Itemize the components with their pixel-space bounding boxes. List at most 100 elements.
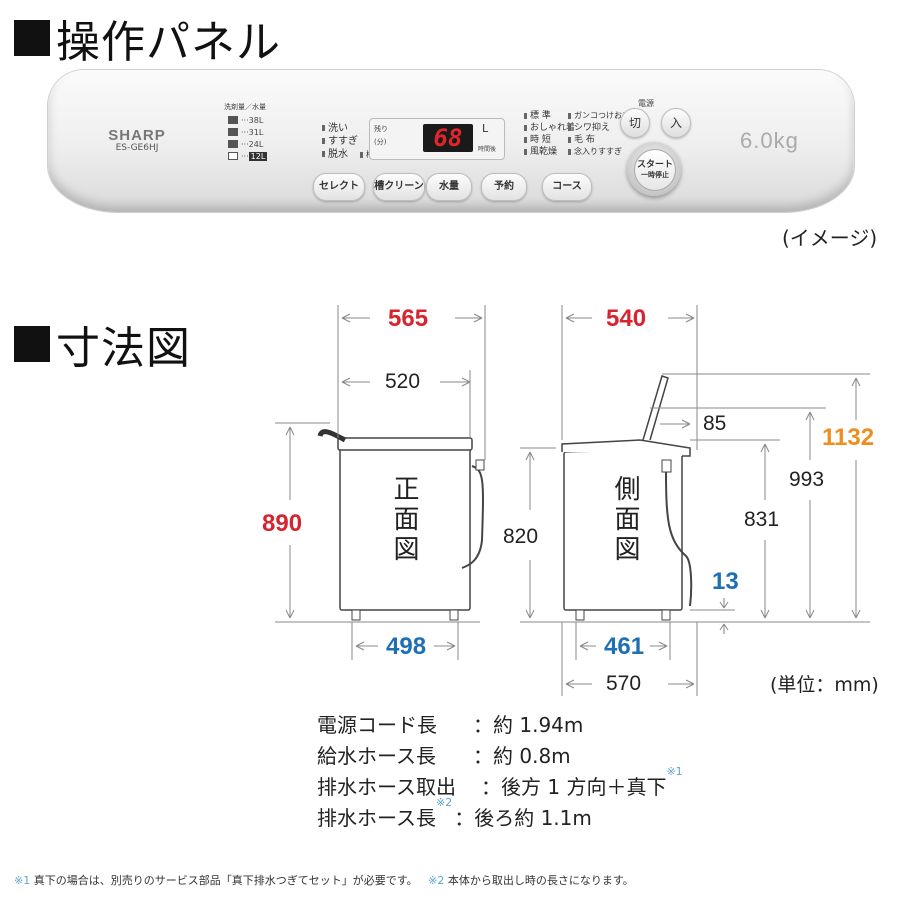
arrow-head: [851, 377, 861, 387]
front-drain-hose: [461, 465, 484, 569]
tub-clean-button[interactable]: 槽クリーン: [373, 173, 425, 201]
indicator-course: 時 短: [524, 134, 575, 146]
arrow-head: [760, 609, 770, 619]
arrow-head: [525, 609, 535, 619]
power-off-button[interactable]: 切: [620, 108, 650, 138]
dim-side-width: 540: [606, 305, 647, 332]
level-box-icon: [228, 152, 238, 160]
arrow-head: [461, 377, 471, 387]
start-label: スタート: [636, 160, 673, 170]
spec-list: 電源コード長 ：約 1.94m 給水ホース長 ：約 0.8m 排水ホース取出 ：…: [317, 710, 683, 834]
footnote-mark: ※1: [666, 765, 683, 778]
water-level-item-selected: ···12L: [228, 150, 268, 162]
footnotes: ※1 真下の場合は、別売りのサービス部品「真下排水つぎてセット」が必要です。 ※…: [14, 872, 634, 888]
panel-heading-text: 操作パネル: [56, 17, 281, 68]
dim-front-width: 565: [388, 305, 429, 332]
arrow-head: [681, 419, 691, 429]
pause-label: 一時停止: [641, 171, 669, 179]
arrow-head: [525, 451, 535, 461]
water-level-item: ···38L: [228, 114, 267, 126]
dim-lid-height: 993: [789, 468, 825, 491]
course-indicators-left: 標 準 おしゃれ着 時 短 風乾燥: [524, 110, 575, 158]
dim-front-base: 498: [386, 633, 427, 660]
spec-value: ：後方 1 方向＋真下: [481, 775, 667, 799]
dimensions-heading-text: 寸法図: [56, 323, 191, 374]
water-level-list: ···38L ···31L ···24L ···12L: [228, 114, 268, 162]
spec-label: 給水ホース長: [317, 744, 436, 768]
arrow-head: [685, 679, 695, 689]
spec-value: ：約 1.94m: [473, 713, 584, 737]
arrow-head: [658, 641, 668, 651]
footnote-mark: ※2: [428, 874, 445, 887]
footnote-text: 真下の場合は、別売りのサービス部品「真下排水つぎてセット」が必要です。: [33, 874, 418, 887]
arrow-head: [341, 377, 351, 387]
water-level-item: ···24L: [228, 138, 267, 150]
spec-row: 排水ホース長 ※2 ：後ろ約 1.1m: [317, 797, 683, 834]
side-view-label: 側面図: [610, 475, 640, 565]
panel-heading: 操作パネル: [14, 6, 281, 70]
indicator-course: シワ抑え: [568, 122, 630, 134]
water-level-button[interactable]: 水量: [426, 173, 472, 201]
arrow-head: [355, 641, 365, 651]
arrow-head: [719, 601, 729, 609]
dim-open-height: 1132: [822, 424, 875, 451]
dimensions-heading: 寸法図: [14, 312, 191, 376]
process-indicators: 洗い すすぎ 脱水: [322, 122, 358, 161]
dim-side-body-height: 831: [744, 508, 780, 531]
spec-label: 排水ホース長: [317, 806, 436, 830]
dim-lid-offset: 85: [703, 412, 727, 435]
model-number: ES-GE6HJ: [115, 143, 159, 153]
seven-segment-display: 68: [423, 124, 473, 152]
arrow-head: [579, 641, 589, 651]
dim-side-depth: 570: [606, 672, 642, 695]
display-unit-sub: 時間後: [478, 146, 497, 153]
front-foot: [449, 609, 459, 621]
level-box-icon: [228, 128, 238, 136]
arrow-head: [805, 609, 815, 619]
side-foot: [661, 609, 671, 621]
front-top: [337, 437, 473, 451]
select-button[interactable]: セレクト: [313, 173, 365, 201]
unit-note: (単位：mm): [770, 674, 879, 696]
power-label: 電源: [638, 99, 654, 108]
arrow-head: [341, 313, 351, 323]
side-drain-hose: [665, 469, 693, 607]
indicator-course: おしゃれ着: [524, 122, 575, 134]
arrow-head: [446, 641, 456, 651]
arrow-head: [805, 411, 815, 421]
arrow-head: [565, 679, 575, 689]
front-hose-top: [317, 429, 347, 443]
dim-foot-height: 13: [712, 568, 739, 595]
front-view-label: 正面図: [389, 475, 419, 565]
spec-row: 給水ホース長 ：約 0.8m: [317, 741, 683, 772]
front-hose-fitting: [475, 459, 485, 471]
spec-value: ：後ろ約 1.1m: [454, 806, 592, 830]
detergent-header: 洗剤量／水量: [224, 103, 266, 111]
side-hose-fitting: [661, 459, 672, 473]
square-bullet-icon: [14, 20, 50, 56]
start-pause-button[interactable]: スタート 一時停止: [634, 149, 676, 191]
dim-front-top-width: 520: [385, 370, 421, 393]
display-unit: L: [482, 122, 489, 135]
arrow-head: [285, 426, 295, 436]
water-level-item: ···31L: [228, 126, 267, 138]
front-foot: [351, 609, 361, 621]
timer-button[interactable]: 予約: [481, 173, 527, 201]
course-button[interactable]: コース: [542, 173, 592, 201]
arrow-head: [285, 609, 295, 619]
brand-logo: SHARP: [108, 127, 166, 144]
indicator-spin: 脱水: [322, 148, 358, 161]
spec-label: 電源コード長: [317, 713, 437, 737]
display-label-remaining: 残り: [374, 125, 388, 133]
indicator-course: 風乾燥: [524, 146, 575, 158]
side-top: [561, 439, 691, 457]
arrow-head: [851, 609, 861, 619]
arrow-head: [719, 623, 729, 631]
side-foot: [575, 609, 585, 621]
square-bullet-icon: [14, 326, 50, 362]
course-indicators-right: ガンコつけおき シワ抑え 毛 布 念入りすすぎ: [568, 110, 630, 158]
level-box-icon: [228, 116, 238, 124]
power-on-button[interactable]: 入: [661, 108, 691, 138]
arrow-head: [685, 313, 695, 323]
